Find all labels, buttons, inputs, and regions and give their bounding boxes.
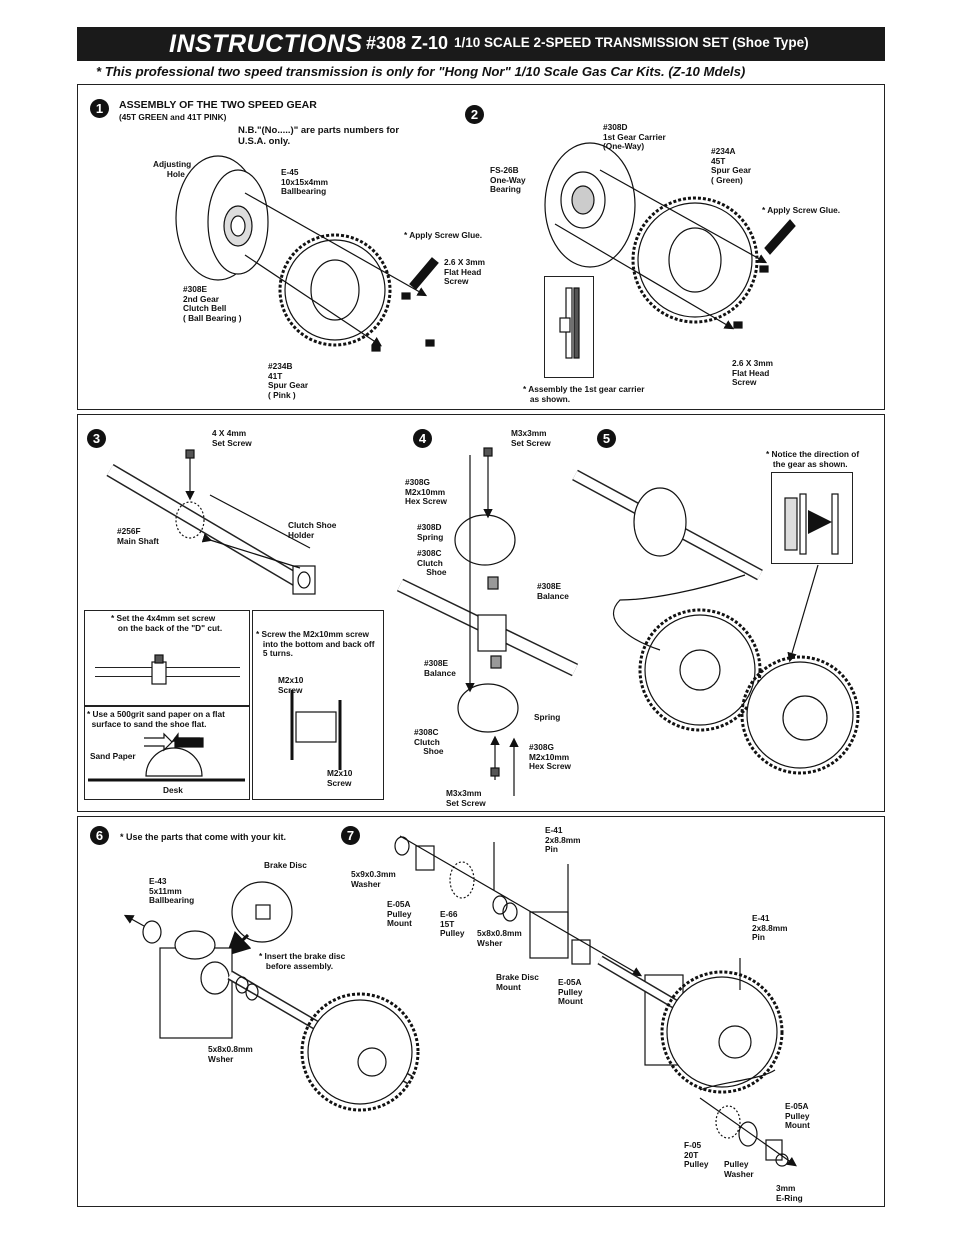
label-e41-right: E-41 2x8.8mm Pin bbox=[752, 913, 788, 943]
label-m2x10-a: M2x10 Screw bbox=[278, 675, 304, 695]
label-308c-top: #308C Clutch Shoe bbox=[417, 548, 447, 578]
label-308e-mid: #308E Balance bbox=[424, 658, 456, 678]
note-sand: * Use a 500grit sand paper on a flat sur… bbox=[87, 709, 225, 729]
label-308d-spring: #308D Spring bbox=[417, 522, 444, 542]
label-f05: F-05 20T Pulley bbox=[684, 1140, 709, 1170]
model-number: #308 Z-10 bbox=[366, 33, 449, 53]
step-3-number: 3 bbox=[87, 429, 106, 448]
page-title: INSTRUCTIONS bbox=[169, 30, 363, 58]
panel-steps-3-5 bbox=[77, 414, 885, 812]
direction-detail-box bbox=[771, 472, 853, 564]
label-spring: Spring bbox=[534, 712, 561, 722]
label-e05a-c: E-05A Pulley Mount bbox=[785, 1101, 810, 1131]
label-e-ring: 3mm E-Ring bbox=[776, 1183, 803, 1203]
step-5-number: 5 bbox=[597, 429, 616, 448]
note-dcut: * Set the 4x4mm set screw on the back of… bbox=[111, 613, 223, 633]
label-e66: E-66 15T Pulley bbox=[440, 909, 465, 939]
step-1-heading: ASSEMBLY OF THE TWO SPEED GEAR bbox=[119, 99, 317, 111]
compatibility-note: * This professional two speed transmissi… bbox=[96, 64, 746, 79]
parts-number-note: N.B."(No.....)" are parts numbers for U.… bbox=[238, 125, 400, 147]
dcut-note-box bbox=[84, 610, 250, 706]
note-gear-direction: * Notice the direction of the gear as sh… bbox=[766, 449, 860, 469]
note-m2-screw: * Screw the M2x10mm screw into the botto… bbox=[256, 629, 375, 659]
label-brake-disc-mount: Brake Disc Mount bbox=[496, 972, 539, 992]
step-6-number: 6 bbox=[90, 826, 109, 845]
label-308g-bot: #308G M2x10mm Hex Screw bbox=[529, 742, 571, 772]
label-apply-glue-2: * Apply Screw Glue. bbox=[762, 205, 841, 215]
label-washer-5x9: 5x9x0.3mm Washer bbox=[351, 869, 396, 889]
label-clutch-shoe-holder: Clutch Shoe Holder bbox=[288, 520, 337, 540]
label-e05a-b: E-05A Pulley Mount bbox=[558, 977, 583, 1007]
step-7-number: 7 bbox=[341, 826, 360, 845]
panel-steps-1-2 bbox=[77, 84, 885, 410]
label-308e: #308E 2nd Gear Clutch Bell ( Ball Bearin… bbox=[183, 284, 242, 323]
label-main-shaft: #256F Main Shaft bbox=[117, 526, 159, 546]
label-pulley-washer: Pulley Washer bbox=[724, 1159, 754, 1179]
label-adjusting-hole: Adjusting Hole bbox=[153, 159, 192, 179]
label-fs26b: FS-26B One-Way Bearing bbox=[490, 165, 526, 195]
step-4-number: 4 bbox=[413, 429, 432, 448]
label-screw-2: 2.6 X 3mm Flat Head Screw bbox=[732, 358, 774, 388]
label-234b: #234B 41T Spur Gear ( Pink ) bbox=[268, 361, 309, 400]
step-1-subheading: (45T GREEN and 41T PINK) bbox=[119, 112, 227, 122]
product-description: 1/10 SCALE 2-SPEED TRANSMISSION SET (Sho… bbox=[454, 35, 809, 50]
title-bar: INSTRUCTIONS #308 Z-10 1/10 SCALE 2-SPEE… bbox=[77, 27, 885, 61]
step-1-number: 1 bbox=[90, 99, 109, 118]
step-2-number: 2 bbox=[465, 105, 484, 124]
label-e41-top: E-41 2x8.8mm Pin bbox=[545, 825, 581, 855]
label-desk: Desk bbox=[163, 785, 183, 795]
label-m3-bot: M3x3mm Set Screw bbox=[446, 788, 486, 808]
label-set-screw-4x4: 4 X 4mm Set Screw bbox=[212, 428, 252, 448]
label-assembly-note: * Assembly the 1st gear carrier as shown… bbox=[523, 384, 645, 404]
label-308c-bot: #308C Clutch Shoe bbox=[414, 727, 444, 757]
note-use-parts: * Use the parts that come with your kit. bbox=[120, 832, 287, 842]
label-234a: #234A 45T Spur Gear ( Green) bbox=[711, 146, 752, 185]
label-e05a-a: E-05A Pulley Mount bbox=[387, 899, 412, 929]
panel-steps-6-7 bbox=[77, 816, 885, 1207]
note-insert-disc: * Insert the brake disc before assembly. bbox=[259, 951, 346, 971]
screw-note-box bbox=[252, 610, 384, 800]
carrier-detail-box bbox=[544, 276, 594, 378]
label-e43: E-43 5x11mm Ballbearing bbox=[149, 876, 195, 906]
label-308d: #308D 1st Gear Carrier (One-Way) bbox=[603, 122, 666, 152]
label-m3-top: M3x3mm Set Screw bbox=[511, 428, 551, 448]
label-brake-disc: Brake Disc bbox=[264, 860, 307, 870]
label-apply-glue-1: * Apply Screw Glue. bbox=[404, 230, 483, 240]
label-308g-top: #308G M2x10mm Hex Screw bbox=[405, 477, 447, 507]
label-screw-1: 2.6 X 3mm Flat Head Screw bbox=[444, 257, 486, 287]
label-308e-top: #308E Balance bbox=[537, 581, 569, 601]
label-washer-5x8: 5x8x0.8mm Wsher bbox=[477, 928, 522, 948]
label-sand-paper: Sand Paper bbox=[90, 751, 136, 761]
label-e45: E-45 10x15x4mm Ballbearing bbox=[281, 167, 329, 197]
label-m2x10-b: M2x10 Screw bbox=[327, 768, 353, 788]
label-washer-6: 5x8x0.8mm Wsher bbox=[208, 1044, 253, 1064]
